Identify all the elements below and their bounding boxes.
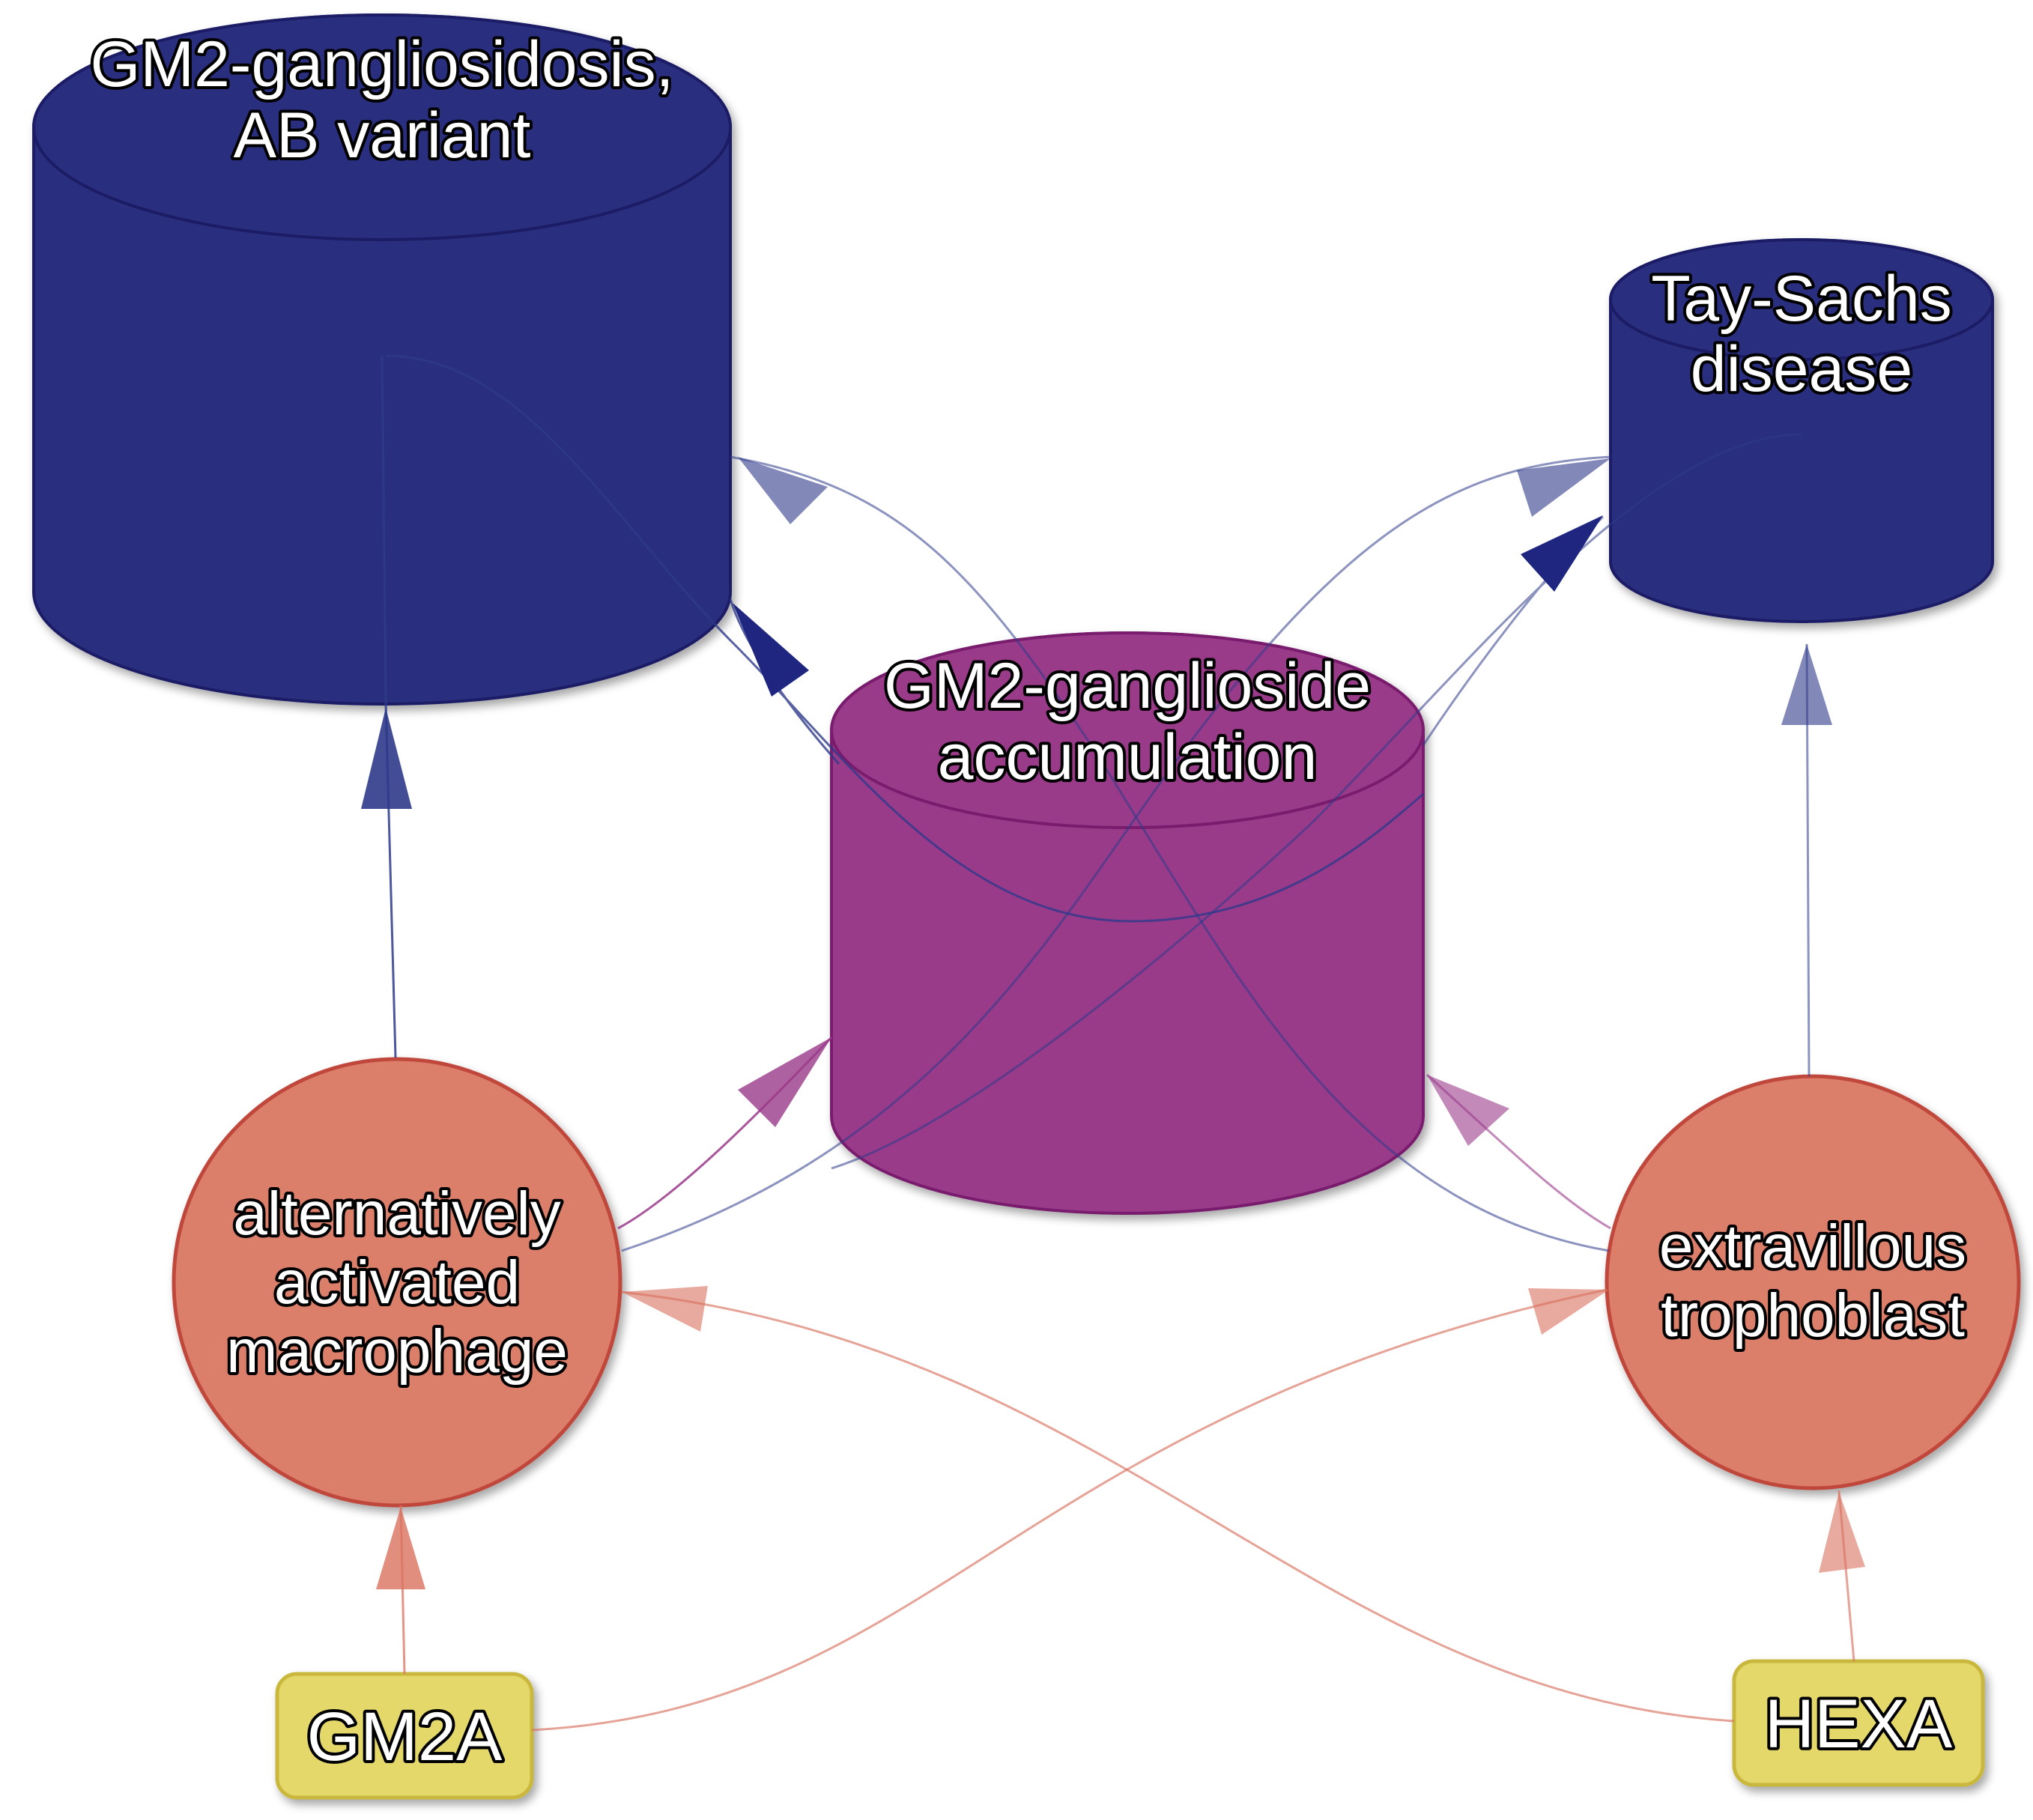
node-hexa-label: HEXA	[1765, 1686, 1953, 1762]
arrowhead	[376, 1507, 425, 1589]
node-trophoblast-label-1: extravillous	[1659, 1213, 1966, 1281]
node-tay-sachs-label-1: Tay-Sachs	[1651, 263, 1952, 335]
labels: GM2-gangliosidosis, AB variant Tay-Sachs…	[87, 25, 1969, 1778]
node-accumulation-label-1: GM2-ganglioside	[884, 650, 1371, 722]
node-tay-sachs[interactable]	[1609, 238, 1994, 623]
arrowhead	[361, 708, 412, 809]
edge-gm2a-trophoblast	[531, 1288, 1608, 1732]
arrowhead	[1781, 644, 1832, 725]
edge-hexa-macrophage	[621, 1290, 1735, 1723]
edge-macrophage-tay-sachs	[621, 455, 1611, 1252]
node-macrophage[interactable]	[172, 1057, 622, 1508]
node-macrophage-label-1: alternatively	[233, 1180, 561, 1248]
arrowhead	[1521, 515, 1603, 592]
arrowhead	[1819, 1492, 1865, 1573]
arrowhead	[1517, 458, 1611, 517]
node-trophoblast[interactable]	[1605, 1074, 2021, 1490]
arrowhead	[733, 603, 809, 697]
arrowhead	[738, 457, 828, 524]
node-gm2a-label: GM2A	[307, 1699, 503, 1775]
node-accumulation[interactable]	[830, 631, 1425, 1215]
node-accumulation-label-2: accumulation	[938, 721, 1318, 793]
arrowhead	[738, 1037, 831, 1127]
arrowhead	[622, 1286, 708, 1332]
node-hexa[interactable]	[1732, 1659, 1985, 1787]
node-macrophage-label-3: macrophage	[226, 1317, 568, 1386]
arrowhead	[1528, 1288, 1609, 1335]
arrowhead	[1427, 1075, 1509, 1146]
node-trophoblast-label-2: trophoblast	[1661, 1281, 1965, 1350]
node-tay-sachs-label-2: disease	[1691, 333, 1912, 405]
edge-macrophage-ab-variant	[381, 355, 397, 1058]
arrowheads	[361, 457, 1865, 1589]
edge-trophoblast-ab-variant	[730, 455, 1610, 1252]
node-ab-variant-label-1: GM2-gangliosidosis,	[90, 28, 673, 100]
node-ab-variant-label-2: AB variant	[234, 100, 531, 172]
node-macrophage-label-2: activated	[274, 1249, 520, 1317]
